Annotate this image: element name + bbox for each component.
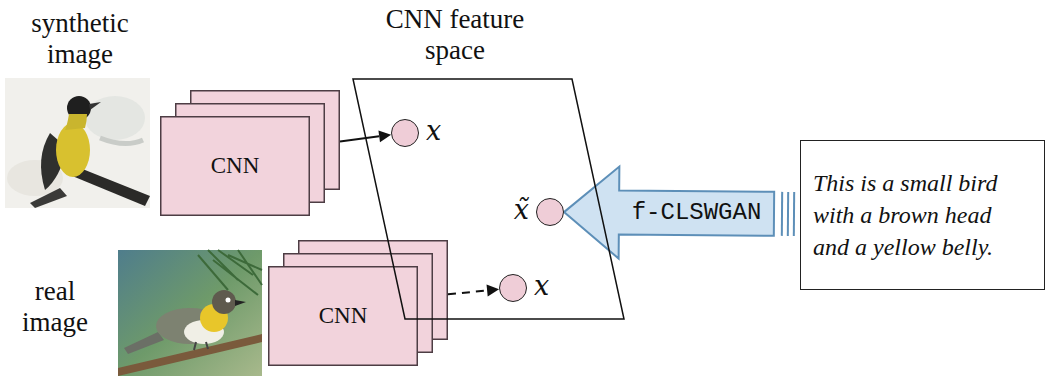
image-caption: synthetic image — [5, 8, 155, 70]
arrowhead — [378, 130, 391, 142]
feature-point: x — [391, 119, 419, 147]
point-symbol: x — [534, 272, 549, 300]
real-bird — [118, 250, 262, 376]
smear — [100, 138, 143, 144]
cnn-stack: CNN — [160, 90, 340, 216]
tail — [124, 332, 164, 354]
cnn-label: CNN — [160, 116, 310, 216]
point-symbol: x — [426, 117, 441, 145]
space-heading: CNN feature space — [365, 4, 545, 66]
blur-patch — [85, 96, 145, 140]
connector-line — [448, 291, 487, 295]
point-symbol: x̃ — [514, 196, 529, 224]
pine-needles — [198, 250, 262, 295]
generator-arrow — [564, 167, 794, 259]
feature-arrow — [448, 285, 499, 297]
tail — [30, 188, 67, 208]
image-caption: real image — [5, 276, 105, 338]
feature-point: x̃ — [536, 198, 564, 226]
synthetic-bird — [5, 78, 150, 208]
head — [212, 290, 236, 314]
image-ground — [118, 250, 262, 376]
beak — [235, 300, 246, 306]
cnn-stack: CNN — [268, 240, 448, 366]
tail-stripe — [787, 192, 789, 236]
belly — [56, 123, 90, 177]
eye — [226, 298, 231, 303]
text-description-box: This is a small bird with a brown head a… — [800, 140, 1045, 290]
feature-space-outline — [352, 78, 625, 320]
arrowhead — [487, 285, 500, 297]
connector-line — [340, 136, 379, 141]
description-text: This is a small bird with a brown head a… — [813, 167, 1032, 263]
parallelogram — [353, 79, 624, 319]
image-ground — [5, 78, 150, 208]
tail-stripe — [793, 192, 795, 236]
cnn-page — [269, 267, 418, 366]
cnn-page — [161, 117, 310, 216]
feature-point: x — [499, 274, 527, 302]
beak — [89, 102, 101, 110]
neck — [65, 114, 87, 130]
feature-space: CNN feature spacexx̃x — [352, 78, 625, 320]
arrow-body — [564, 167, 774, 259]
legs — [194, 342, 208, 350]
tail-stripe — [781, 192, 783, 236]
generator-name: f-CLSWGAN — [630, 199, 764, 227]
cnn-label: CNN — [268, 266, 418, 366]
